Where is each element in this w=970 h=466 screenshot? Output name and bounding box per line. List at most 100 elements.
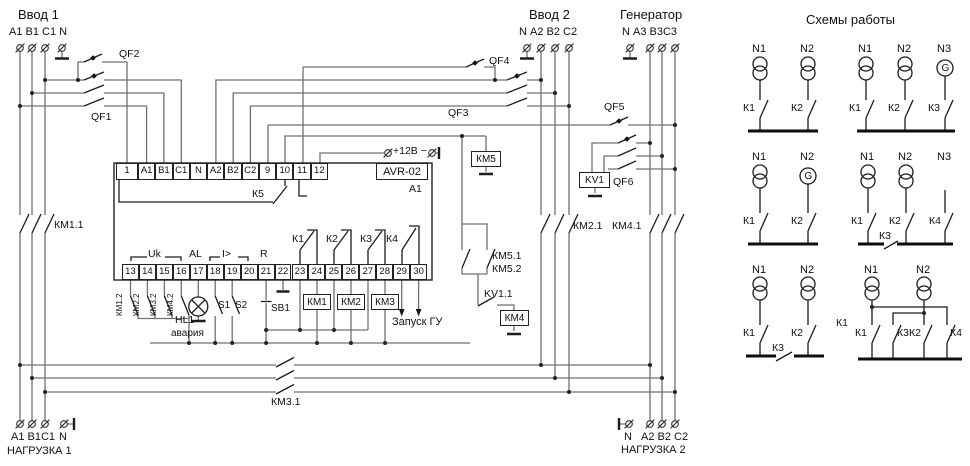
s6-n2: N2 xyxy=(916,264,931,276)
avr-terminal: 20 xyxy=(240,263,258,280)
avr-terminal: 10 xyxy=(276,163,294,180)
s1-k1: К1 xyxy=(743,102,755,114)
schemes-k1-note: К1 xyxy=(836,317,848,329)
load2-n-label: N xyxy=(624,431,632,443)
km5-1-label: КМ5.1 xyxy=(492,250,522,262)
qf2-label: QF2 xyxy=(119,48,140,60)
sb1-label: SB1 xyxy=(271,303,290,314)
avr-terminal: В2 xyxy=(224,163,242,180)
avr-terminal: 9 xyxy=(258,163,277,180)
s3-gen-icon: G xyxy=(804,170,813,182)
s4-k2: К2 xyxy=(889,215,901,227)
plus12v-label: +12В − xyxy=(393,145,427,157)
avr-terminal: 21 xyxy=(257,263,275,280)
qf4-label: QF4 xyxy=(489,55,510,67)
km2-2-label: КМ2.2 xyxy=(132,293,141,316)
s4-n3: N3 xyxy=(937,151,952,163)
s6-k1: К1 xyxy=(855,327,867,339)
avr-terminal: 28 xyxy=(376,263,394,280)
s2-gen-icon: G xyxy=(941,62,950,74)
s2-n1: N1 xyxy=(858,43,873,55)
s6-n1: N1 xyxy=(864,264,879,276)
qf1-label: QF1 xyxy=(91,111,112,123)
avr-ref-label: A1 xyxy=(409,183,422,195)
s3-k2: К2 xyxy=(791,215,803,227)
km3-2-label: КМ3.2 xyxy=(149,293,158,316)
s2-label: S2 xyxy=(235,300,248,311)
avr-terminal: 13 xyxy=(122,263,139,280)
s2-n3: N3 xyxy=(937,43,952,55)
km2-coil: КМ2 xyxy=(337,294,365,310)
avr-terminal: С1 xyxy=(172,163,190,180)
km1-coil: КМ1 xyxy=(303,294,331,310)
avr-terminal: 15 xyxy=(155,263,173,280)
avr-terminal: 25 xyxy=(325,263,343,280)
s6-k2: К2 xyxy=(909,327,921,339)
avr-terminal: 1 xyxy=(116,163,138,180)
s1-k2: К2 xyxy=(791,102,803,114)
k3-label: К3 xyxy=(360,233,372,245)
km4-1-label: КМ4.1 xyxy=(612,220,642,232)
qf5-label: QF5 xyxy=(604,101,625,113)
k1-label: К1 xyxy=(292,233,304,245)
s2-k1: К1 xyxy=(849,102,861,114)
avr-terminal: 23 xyxy=(291,263,309,280)
al-label: AL xyxy=(189,248,202,260)
k4-label: К4 xyxy=(386,233,398,245)
s5-n2: N2 xyxy=(800,264,815,276)
km5-coil: КМ5 xyxy=(471,151,501,167)
avr-terminal: 11 xyxy=(293,163,311,180)
avr-terminal: 24 xyxy=(308,263,326,280)
r-label: R xyxy=(260,248,268,260)
generator-terminals-label: N А3 В3С3 xyxy=(622,26,678,38)
avr-terminal: 12 xyxy=(310,163,328,180)
avr-name-box: AVR-02 xyxy=(376,163,428,180)
s4-n1: N1 xyxy=(860,151,875,163)
avr-terminal: 27 xyxy=(359,263,377,280)
s5-k1: К1 xyxy=(743,327,755,339)
input1-terminals-label: А1 В1 С1 N xyxy=(9,26,68,38)
kv1-coil: KV1 xyxy=(579,172,610,188)
load2-title: НАГРУЗКА 2 xyxy=(621,444,686,456)
uk-label: Uk xyxy=(148,248,161,260)
s4-k1: К1 xyxy=(851,215,863,227)
s1-label: S1 xyxy=(218,300,231,311)
avr-terminal: 16 xyxy=(172,263,190,280)
load1-n-label: N xyxy=(59,431,67,443)
generator-title: Генератор xyxy=(620,7,683,22)
input2-title: Ввод 2 xyxy=(529,7,570,22)
k2-label: К2 xyxy=(326,233,338,245)
avr-terminal: В1 xyxy=(155,163,173,180)
input2-terminals-label: N А2 В2 С2 xyxy=(519,26,578,38)
s3-n2: N2 xyxy=(800,151,815,163)
s1-n2: N2 xyxy=(800,43,815,55)
avr-terminal: 14 xyxy=(138,263,156,280)
km5-2-label: КМ5.2 xyxy=(492,263,522,275)
s4-k3: К3 xyxy=(879,230,891,242)
avr-terminal: А2 xyxy=(207,163,225,180)
avr-terminal: 17 xyxy=(189,263,207,280)
km2-1-label: КМ2.1 xyxy=(573,220,603,232)
s5-n1: N1 xyxy=(752,264,767,276)
qf6-label: QF6 xyxy=(613,176,634,188)
s3-k1: К1 xyxy=(743,215,755,227)
km3-1-label: КМ3.1 xyxy=(271,396,301,408)
km1-2-label: КМ1.2 xyxy=(115,293,124,316)
s1-n1: N1 xyxy=(752,43,767,55)
s4-k4: К4 xyxy=(929,215,941,227)
s2-k3: К3 xyxy=(928,102,940,114)
start-gu-label: Запуск ГУ xyxy=(392,316,443,328)
avr-terminal: А1 xyxy=(138,163,156,180)
avr-terminal: 19 xyxy=(223,263,241,280)
s2-k2: К2 xyxy=(888,102,900,114)
k5-label: К5 xyxy=(252,188,264,200)
input1-title: Ввод 1 xyxy=(18,7,59,22)
km1-1-label: КМ1.1 xyxy=(54,219,84,231)
avr-terminal: 30 xyxy=(410,263,428,280)
s5-k2: К2 xyxy=(791,327,803,339)
load1-title: НАГРУЗКА 1 xyxy=(7,445,72,457)
avr-terminal: С2 xyxy=(241,163,259,180)
s3-n1: N1 xyxy=(752,151,767,163)
